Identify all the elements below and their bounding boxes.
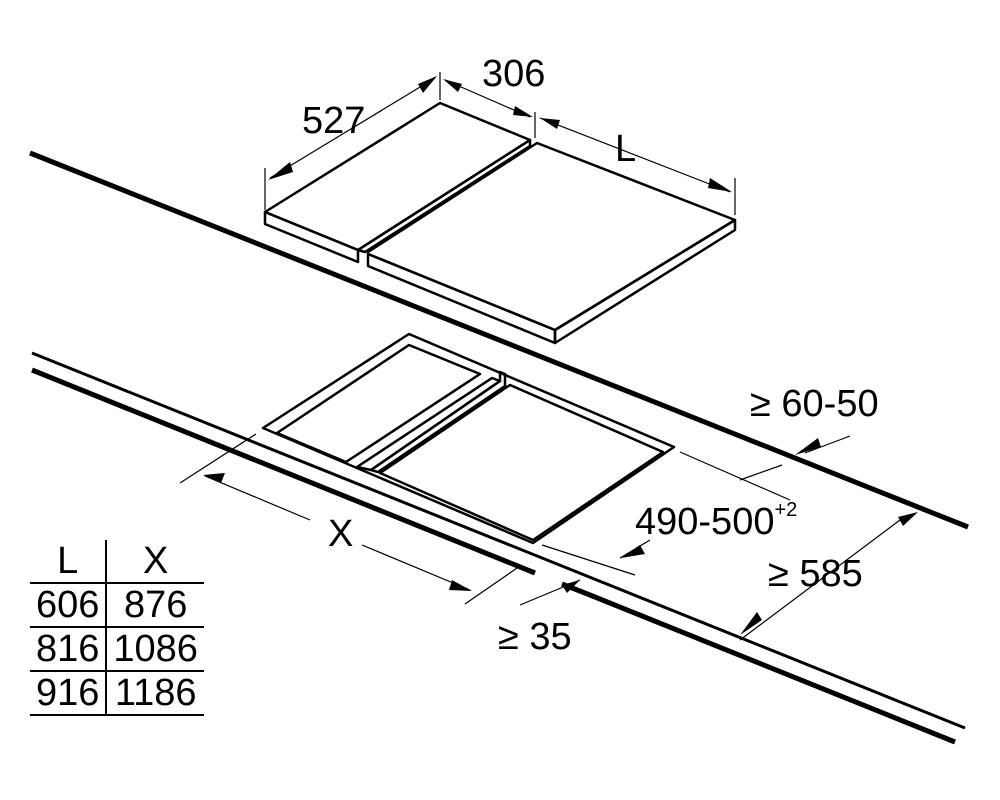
header-l: L — [30, 540, 108, 584]
hob — [263, 101, 737, 345]
front-distance-label: ≥ 60-50 — [750, 383, 879, 425]
table-row: 816 1086 — [30, 627, 204, 672]
dimension-arrows — [203, 76, 918, 635]
table-row: 606 876 — [30, 583, 204, 628]
hob-depth-label: 527 — [302, 100, 366, 142]
size-table: L X 606 876 816 1086 916 1186 — [30, 540, 204, 716]
table-header: L X — [30, 540, 204, 584]
counter-depth-label: ≥ 585 — [768, 553, 863, 595]
cutout-length-label: X — [328, 513, 354, 555]
side-distance-label: ≥ 35 — [498, 616, 572, 658]
cutout-depth-value: 490-500 — [635, 501, 775, 543]
cell-x: 876 — [106, 583, 204, 628]
header-x: X — [106, 540, 204, 584]
cell-l: 606 — [30, 583, 108, 628]
module-width-label: 306 — [482, 53, 546, 95]
worktop-front-edge-3 — [589, 592, 956, 745]
table-row: 916 1186 — [30, 671, 204, 716]
cell-x: 1186 — [106, 671, 204, 716]
worktop-back-edge — [29, 150, 969, 530]
cell-l: 916 — [30, 671, 108, 716]
cell-x: 1086 — [106, 627, 204, 672]
worktop-front-edge — [31, 367, 536, 576]
cell-l: 816 — [30, 627, 108, 672]
hob-length-label: L — [615, 128, 637, 170]
cutout-depth-label: 490-500+2 — [635, 500, 797, 541]
cutout — [261, 332, 676, 545]
dimension-lines — [179, 72, 901, 641]
worktop-front-edge-top — [31, 351, 966, 730]
cutout-depth-tolerance: +2 — [774, 499, 798, 521]
